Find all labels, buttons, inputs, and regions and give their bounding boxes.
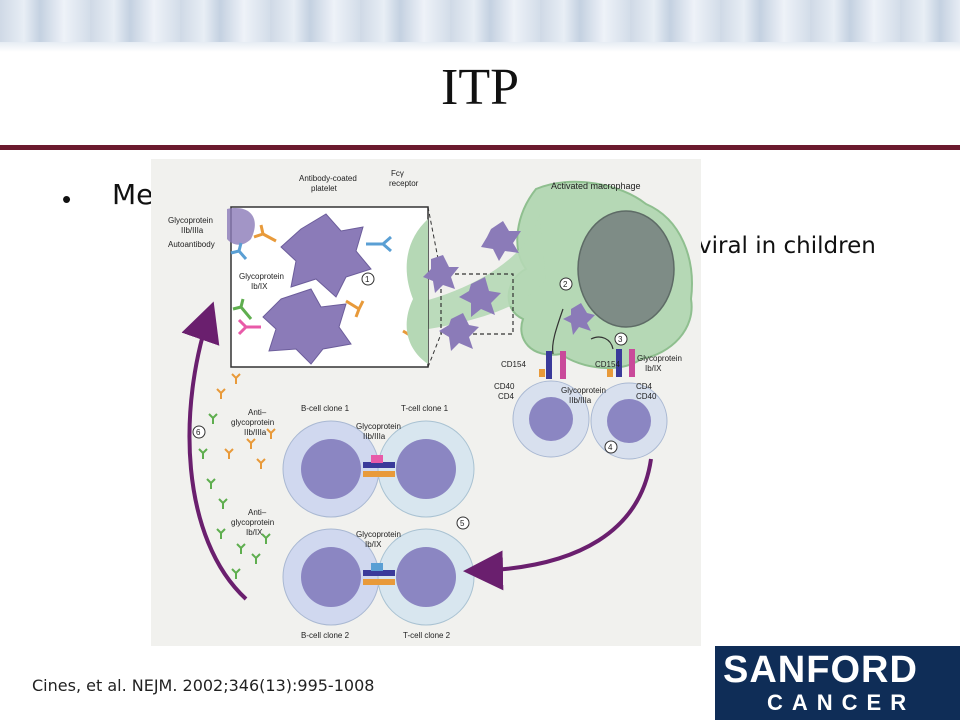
platelet-large-1 xyxy=(280,213,372,298)
arrow-down xyxy=(463,458,653,591)
slide-title: ITP xyxy=(441,59,519,116)
label-cd4-a: CD4 xyxy=(498,392,515,401)
label-anti-ib-2: glycoprotein xyxy=(231,518,274,527)
step-5: 5 xyxy=(460,519,465,528)
logo-top-text: SANFORD xyxy=(723,649,918,691)
label-gp-iib-1b: IIb/IIIa xyxy=(181,226,204,235)
sub-bullet-text: viral in children xyxy=(698,233,876,259)
platelet-small-1 xyxy=(481,221,521,261)
label-fc-2: receptor xyxy=(389,179,419,188)
header-band xyxy=(0,0,960,52)
label-fc-1: Fcγ xyxy=(391,169,404,178)
label-gp-iib-3b: IIb/IIIa xyxy=(363,432,386,441)
title-divider xyxy=(0,145,960,150)
platelet-large-2 xyxy=(262,288,352,365)
label-cd40-a: CD40 xyxy=(494,382,515,391)
label-gp-iib-3a: Glycoprotein xyxy=(356,422,401,431)
arrow-up xyxy=(181,301,248,601)
label-tcell-2: T-cell clone 2 xyxy=(403,631,451,640)
label-anti-iib-3: IIb/IIIa xyxy=(244,428,267,437)
label-gp-ib-1a: Glycoprotein xyxy=(239,272,284,281)
citation: Cines, et al. NEJM. 2002;346(13):995-100… xyxy=(32,676,375,695)
label-cd154-b: CD154 xyxy=(595,360,620,369)
label-gp-iib-2a: Glycoprotein xyxy=(561,386,606,395)
platelet-small-2 xyxy=(423,255,459,293)
step-2: 2 xyxy=(563,280,568,289)
label-anti-iib-2: glycoprotein xyxy=(231,418,274,427)
macrophage-nucleus xyxy=(577,210,675,328)
label-anti-ib-1: Anti– xyxy=(248,508,267,517)
bullet-text: Me xyxy=(112,178,154,211)
platelet-small-4 xyxy=(439,313,479,351)
label-cd4-b: CD4 xyxy=(636,382,653,391)
step-3: 3 xyxy=(618,335,623,344)
label-anti-ib-3: Ib/IX xyxy=(246,528,263,537)
label-tcell-1: T-cell clone 1 xyxy=(401,404,449,413)
label-gp-iib-2b: IIb/IIIa xyxy=(569,396,592,405)
sanford-cancer-logo: SANFORD CANCER xyxy=(715,646,960,720)
logo-bottom-text: CANCER xyxy=(767,690,916,715)
label-bcell-1: B-cell clone 1 xyxy=(301,404,350,413)
step-6: 6 xyxy=(196,428,201,437)
label-gp-ib-1b: Ib/IX xyxy=(251,282,268,291)
label-autoantibody: Autoantibody xyxy=(168,240,215,249)
label-cd40-b: CD40 xyxy=(636,392,657,401)
label-activated-macrophage: Activated macrophage xyxy=(551,181,641,191)
label-gp-ib-2a: Glycoprotein xyxy=(637,354,682,363)
step-1: 1 xyxy=(365,275,370,284)
label-anti-iib-1: Anti– xyxy=(248,408,267,417)
label-gp-ib-3a: Glycoprotein xyxy=(356,530,401,539)
bullet-marker: • xyxy=(62,184,72,214)
step-4: 4 xyxy=(608,443,613,452)
itp-mechanism-figure: Antibody-coated platelet Fcγ receptor Ac… xyxy=(151,159,701,646)
label-bcell-2: B-cell clone 2 xyxy=(301,631,350,640)
platelet-small-5 xyxy=(563,303,595,335)
label-antibody-coated-1: Antibody-coated xyxy=(299,174,357,183)
label-gp-ib-2b: Ib/IX xyxy=(645,364,662,373)
zoom-box xyxy=(440,273,514,335)
platelet-small-3 xyxy=(459,277,501,317)
label-cd154-a: CD154 xyxy=(501,360,526,369)
label-antibody-coated-2: platelet xyxy=(311,184,338,193)
label-gp-iib-1a: Glycoprotein xyxy=(168,216,213,225)
label-gp-ib-3b: Ib/IX xyxy=(365,540,382,549)
